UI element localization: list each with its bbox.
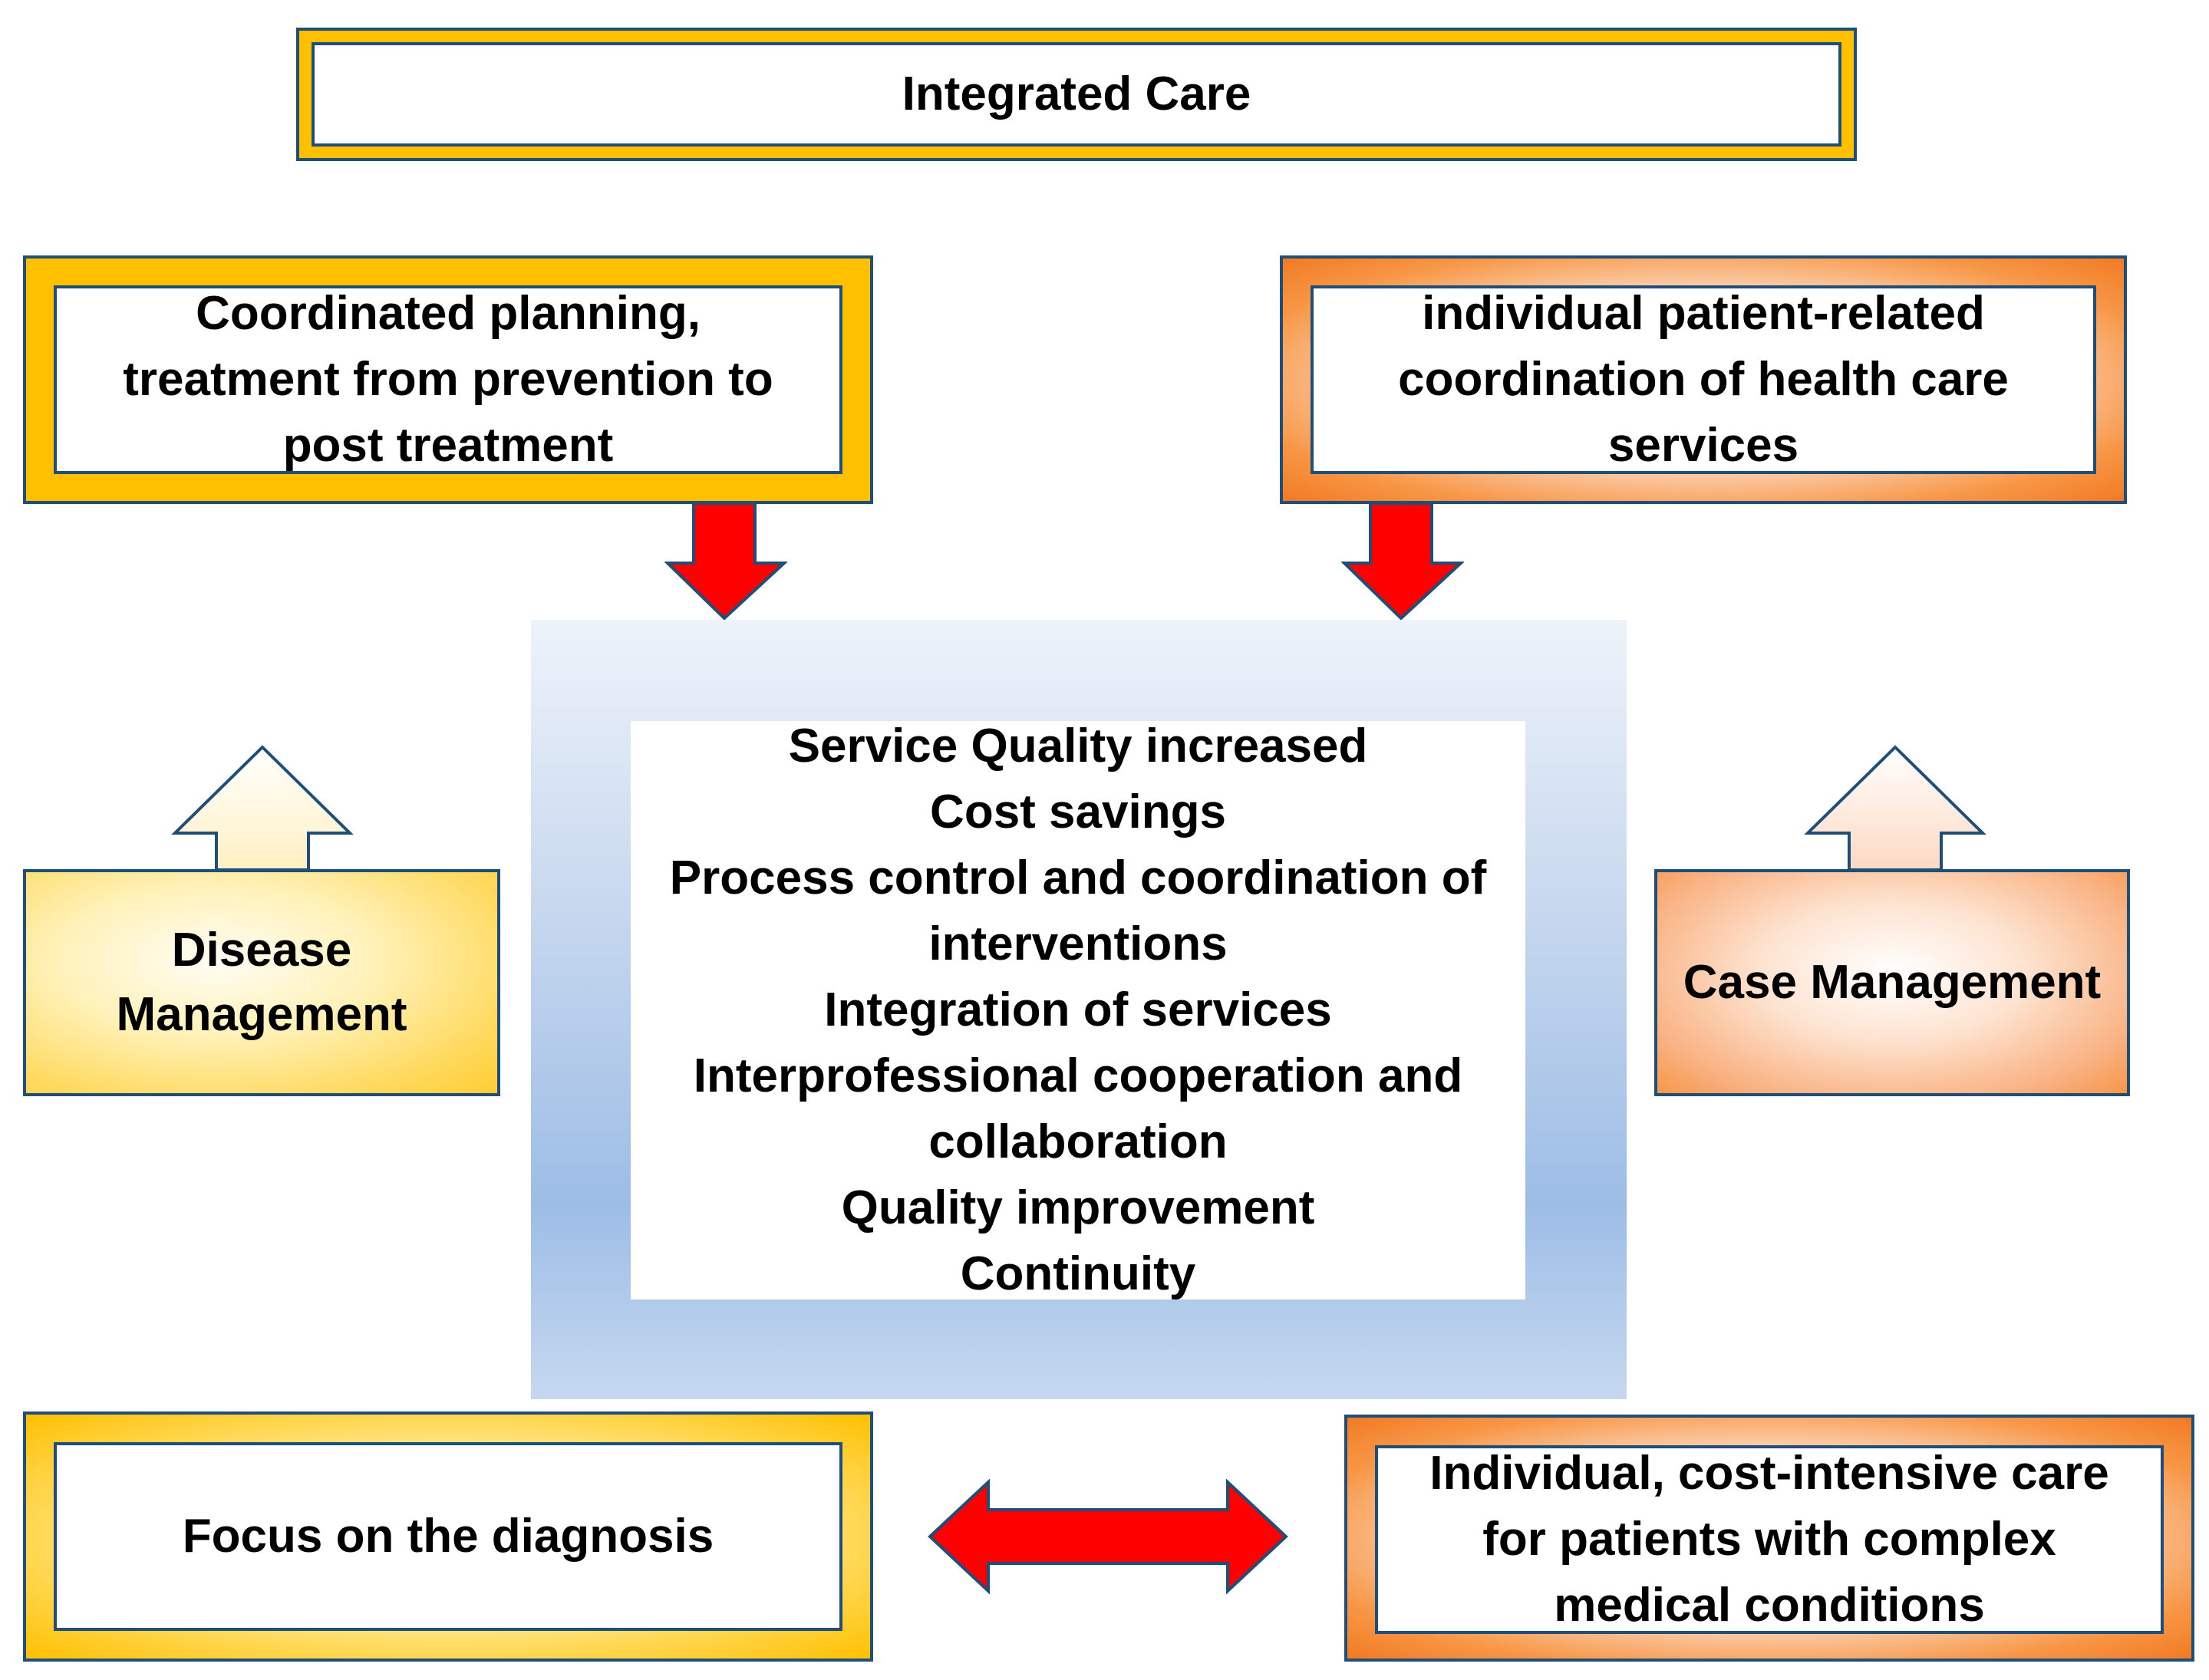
disease-management-box: Disease Management <box>23 869 500 1096</box>
case-management-box: Case Management <box>1654 869 2130 1096</box>
double-arrow-icon <box>928 1479 1288 1594</box>
top-right-text: individual patient-related coordination … <box>1398 287 2009 472</box>
bottom-right-box: Individual, cost-intensive care for pati… <box>1375 1445 2164 1634</box>
center-item: Quality improvement <box>841 1181 1315 1234</box>
top-left-text: Coordinated planning, treatment from pre… <box>123 287 773 472</box>
down-arrow-right-icon <box>1341 502 1464 621</box>
down-arrow-left-icon <box>664 502 787 621</box>
bottom-left-box: Focus on the diagnosis <box>54 1442 842 1631</box>
center-item-text: Process control and coordination of inte… <box>669 852 1487 970</box>
disease-management-label: Disease Management <box>116 924 407 1041</box>
center-box: Service Quality increased Cost savings P… <box>631 720 1525 1300</box>
bottom-right-text: Individual, cost-intensive care for pati… <box>1429 1447 2109 1632</box>
center-item: Integration of services <box>824 983 1332 1036</box>
top-right-box: individual patient-related coordination … <box>1311 285 2096 474</box>
center-item-text: Interprofessional cooperation and collab… <box>693 1049 1463 1168</box>
up-arrow-left-icon <box>171 745 354 871</box>
case-management-label: Case Management <box>1683 956 2102 1009</box>
center-item: Process control and coordination of inte… <box>664 845 1492 977</box>
bottom-left-text: Focus on the diagnosis <box>182 1510 714 1563</box>
up-arrow-right-icon <box>1804 745 1986 871</box>
title-text: Integrated Care <box>902 68 1251 120</box>
title-box: Integrated Care <box>312 42 1841 147</box>
center-item: Cost savings <box>930 786 1226 838</box>
center-item: Continuity <box>960 1247 1196 1300</box>
center-item: Interprofessional cooperation and collab… <box>679 1043 1477 1175</box>
top-left-box: Coordinated planning, treatment from pre… <box>54 285 842 474</box>
center-item: Service Quality increased <box>788 720 1368 772</box>
